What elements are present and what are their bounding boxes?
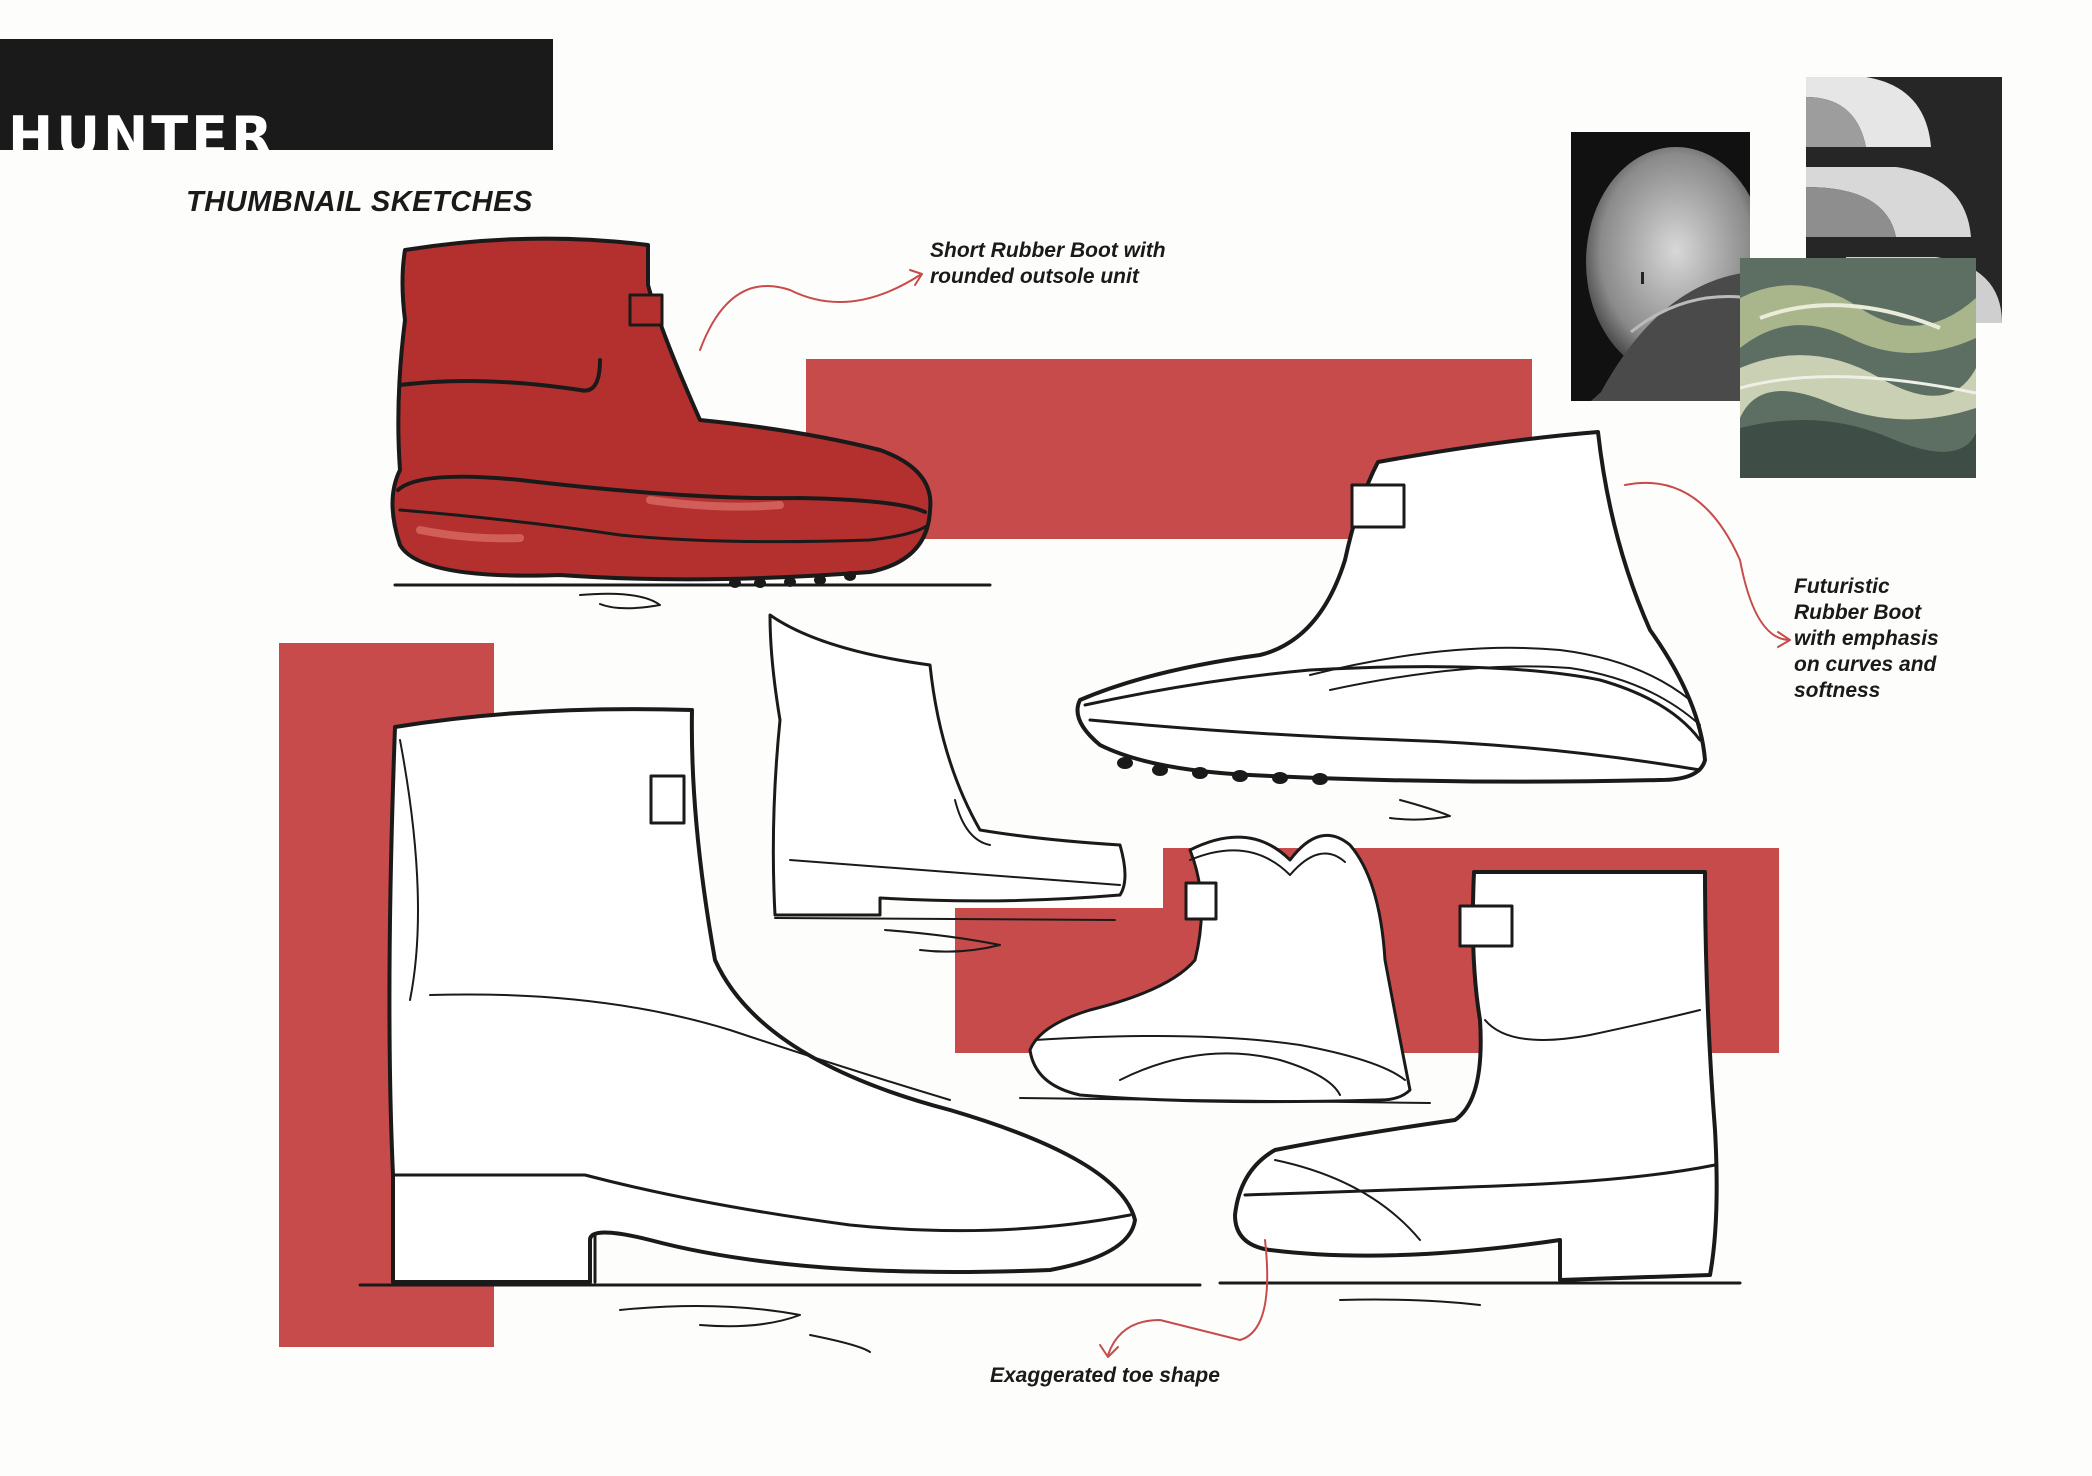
note-futuristic-line-2: Rubber Boot xyxy=(1794,601,1922,624)
note-futuristic-line-5: softness xyxy=(1794,679,1881,702)
annotation-arrows xyxy=(699,269,1791,1358)
arrow-futuristic-boot xyxy=(1624,481,1791,641)
note-toe-shape: Exaggerated toe shape xyxy=(990,1363,1220,1389)
brand-logo-text: HUNTER xyxy=(8,105,276,151)
note-futuristic-line-3: with emphasis xyxy=(1794,627,1939,650)
red-short-boot-sketch xyxy=(390,236,992,610)
water-photo-art xyxy=(1740,258,1976,478)
note-short-boot-line-1: Short Rubber Boot with xyxy=(930,239,1166,262)
section-title: THUMBNAIL SKETCHES xyxy=(186,186,533,218)
brand-header-bar: HUNTER xyxy=(0,39,553,150)
chelsea-boot-sketch xyxy=(768,613,1127,953)
note-short-boot: Short Rubber Boot with rounded outsole u… xyxy=(930,238,1166,290)
low-boot-sketch xyxy=(1019,834,1431,1104)
note-futuristic-line-1: Futuristic xyxy=(1794,575,1890,598)
mood-photo-tunnel xyxy=(1571,132,1750,401)
ankle-boot-sketch xyxy=(1218,870,1742,1306)
mood-photo-water xyxy=(1740,258,1976,478)
arrow-short-boot xyxy=(699,274,921,351)
note-futuristic-boot: Futuristic Rubber Boot with emphasis on … xyxy=(1794,574,1939,704)
arrow-toe-shape xyxy=(1107,1239,1269,1356)
tall-boot-sketch xyxy=(358,707,1202,1353)
note-short-boot-line-2: rounded outsole unit xyxy=(930,265,1139,288)
tunnel-photo-art xyxy=(1571,132,1750,401)
note-futuristic-line-4: on curves and xyxy=(1794,653,1937,676)
note-toe-shape-line-1: Exaggerated toe shape xyxy=(990,1364,1220,1387)
futuristic-boot-sketch xyxy=(1075,430,1707,821)
